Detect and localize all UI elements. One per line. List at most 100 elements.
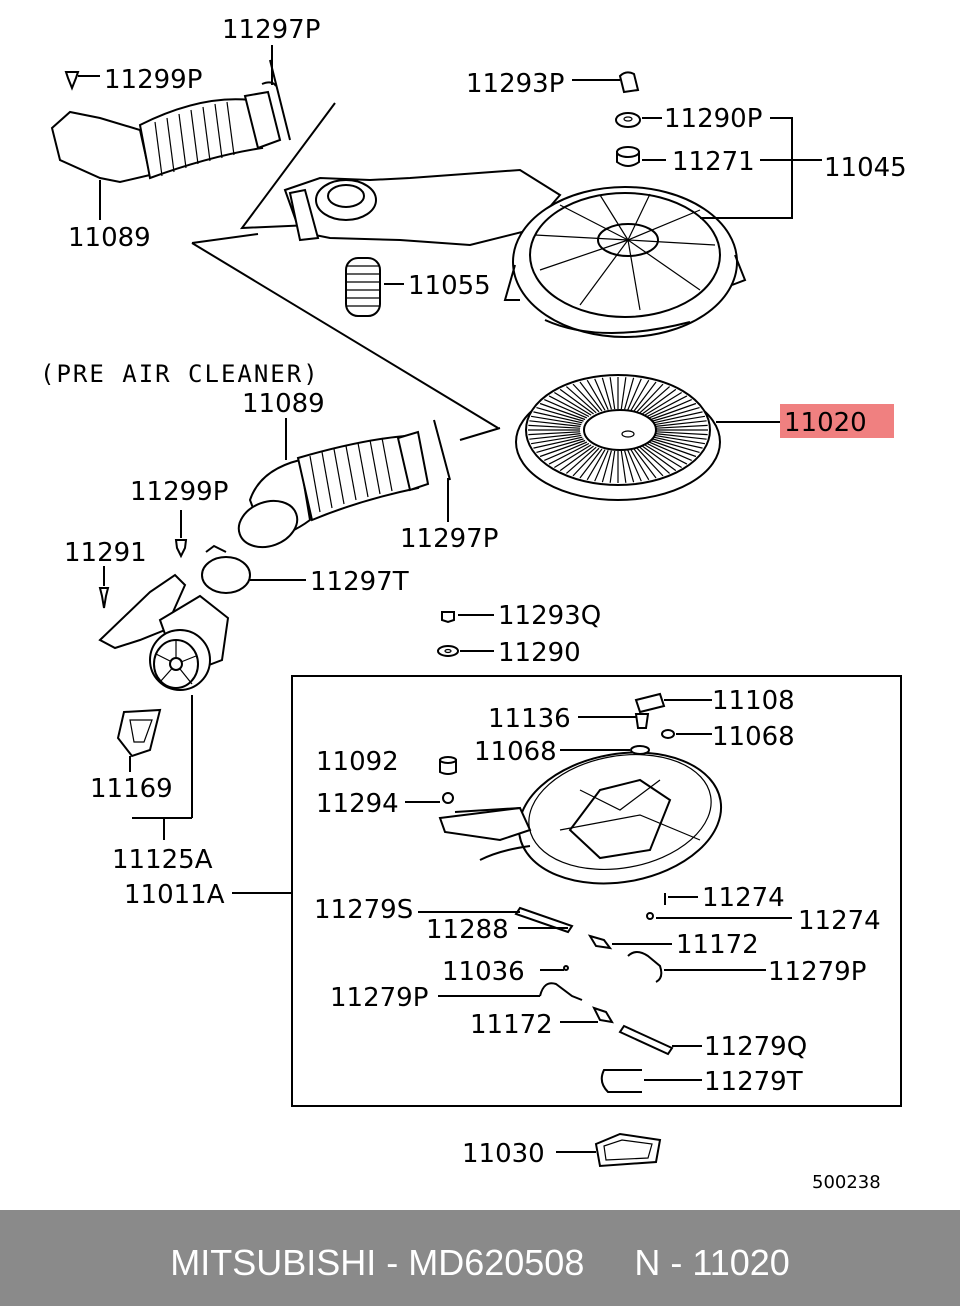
filter-pleat xyxy=(601,377,612,410)
filter-pleat xyxy=(533,436,583,449)
filter-pleat xyxy=(554,392,592,416)
label-11274-a: 11274 xyxy=(702,883,785,913)
filter-pleat xyxy=(652,407,700,422)
label-11092: 11092 xyxy=(316,747,399,777)
label-11288: 11288 xyxy=(426,915,509,945)
filter-pleat xyxy=(655,420,707,427)
label-11020: 11020 xyxy=(784,408,867,438)
label-11279P-l: 11279P xyxy=(330,983,428,1013)
label-11172-a: 11172 xyxy=(676,930,759,960)
label-11089-top: 11089 xyxy=(68,223,151,253)
filter-pleat xyxy=(627,450,642,482)
filter-pleat xyxy=(624,450,635,483)
filter-pleat xyxy=(565,446,597,474)
filter-pleat xyxy=(609,450,616,483)
filter-pleat xyxy=(544,399,588,419)
air-filter-11020 xyxy=(515,374,780,501)
label-11279P-r: 11279P xyxy=(768,957,866,987)
filter-pleat xyxy=(601,450,612,483)
filter-pleat xyxy=(624,377,635,410)
label-11290P: 11290P xyxy=(664,104,762,134)
small-parts-box xyxy=(418,692,792,1093)
label-11055: 11055 xyxy=(408,271,491,301)
filter-pleat xyxy=(594,378,609,410)
filter-pleat xyxy=(559,445,594,472)
label-11108: 11108 xyxy=(712,686,795,716)
filter-pleat xyxy=(620,450,627,483)
filter-pleat xyxy=(530,415,582,426)
label-11068-a: 11068 xyxy=(712,722,795,752)
filter-pleat xyxy=(572,383,600,413)
base-plate-assembly xyxy=(405,751,723,885)
filter-pleat xyxy=(648,399,692,419)
label-11297P-top: 11297P xyxy=(222,15,320,45)
filter-pleat xyxy=(653,436,703,449)
label-11089-pre: 11089 xyxy=(242,389,325,419)
part-11169 xyxy=(116,708,162,772)
filter-pleat xyxy=(548,442,590,465)
filter-pleat xyxy=(655,431,708,436)
filter-pleat xyxy=(650,439,697,458)
label-11299P-pre: 11299P xyxy=(130,477,228,507)
filter-pleat xyxy=(646,442,688,465)
label-11297P-pre: 11297P xyxy=(400,524,498,554)
label-11290: 11290 xyxy=(498,638,581,668)
label-11271: 11271 xyxy=(672,147,755,177)
label-11293Q: 11293Q xyxy=(498,601,601,631)
pre-cleaner-11125A xyxy=(98,573,230,840)
footer-title: MITSUBISHI - MD620508 N - 11020 xyxy=(170,1242,790,1283)
filter-pleat xyxy=(654,415,706,426)
fasteners-11293Q-11290 xyxy=(437,611,494,657)
filter-pleat xyxy=(533,411,583,424)
filter-pleat xyxy=(536,438,584,453)
filter-pleat xyxy=(572,447,600,477)
label-11136: 11136 xyxy=(488,704,571,734)
filter-pleat xyxy=(548,395,590,418)
filter-pleat xyxy=(594,450,609,482)
filter-pleat xyxy=(544,441,588,461)
filter-pleat xyxy=(642,445,677,472)
clamp-parts-pre xyxy=(98,510,306,609)
label-11294: 11294 xyxy=(316,789,399,819)
filter-pleat xyxy=(633,448,657,479)
assembly-box-11011A xyxy=(291,675,902,1107)
label-11125A: 11125A xyxy=(112,845,213,875)
filter-pleat xyxy=(528,424,581,429)
filter-pleat xyxy=(579,448,603,479)
filter-pleat xyxy=(630,379,650,411)
filter-pleat xyxy=(539,439,586,458)
fastener-stack xyxy=(572,71,822,219)
label-11293P: 11293P xyxy=(466,69,564,99)
label-11279Q: 11279Q xyxy=(704,1032,807,1062)
bolt-11299P-top xyxy=(64,71,100,91)
filter-pleat xyxy=(655,424,708,429)
label-11045: 11045 xyxy=(824,153,907,183)
filter-pleat xyxy=(530,434,582,445)
filter-pleat xyxy=(644,444,682,468)
label-11036: 11036 xyxy=(442,957,525,987)
filter-pleat xyxy=(586,379,606,411)
label-11030: 11030 xyxy=(462,1139,545,1169)
label-11299P-top: 11299P xyxy=(104,65,202,95)
filter-pleat xyxy=(586,449,606,481)
filter-pleat xyxy=(565,386,597,414)
label-11297T: 11297T xyxy=(310,567,409,597)
label-11011A: 11011A xyxy=(124,880,225,910)
filter-pleat xyxy=(654,434,706,445)
filter-pleat xyxy=(627,378,642,410)
filter-pleat xyxy=(642,388,677,415)
filter-pleat xyxy=(554,444,592,468)
filter-pleat xyxy=(529,433,581,440)
filter-pleat xyxy=(636,383,664,413)
label-11279S: 11279S xyxy=(314,895,413,925)
filter-pleat xyxy=(644,392,682,416)
filter-pleat xyxy=(653,411,703,424)
filter-pleat xyxy=(655,433,707,440)
filter-pleat xyxy=(648,441,692,461)
duct-11089-top xyxy=(50,59,291,184)
diagram-id: 500238 xyxy=(812,1172,881,1193)
label-11169: 11169 xyxy=(90,774,173,804)
label-11172-b: 11172 xyxy=(470,1010,553,1040)
duct-11089-pre xyxy=(237,418,451,549)
